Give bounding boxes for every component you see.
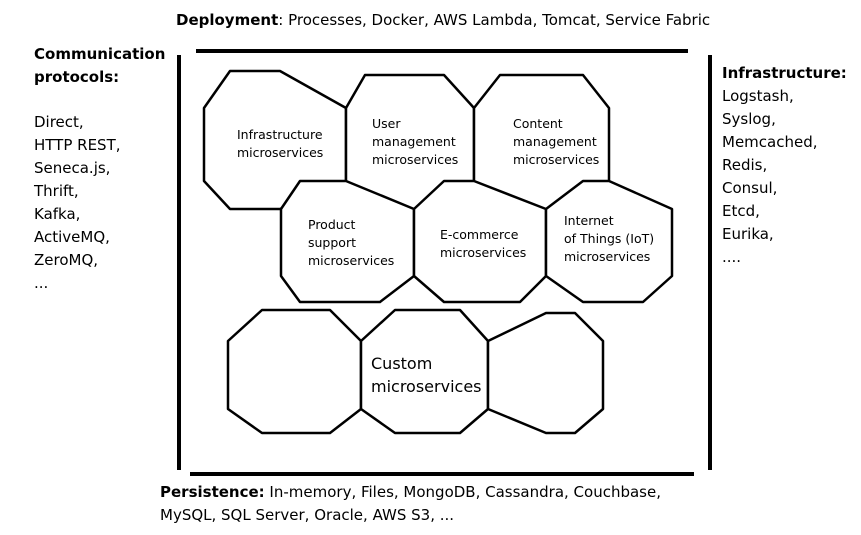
persistence-panel: Persistence: In-memory, Files, MongoDB, … <box>160 481 661 527</box>
infrastructure-item: Consul, <box>722 179 778 197</box>
deployment-text: : Processes, Docker, AWS Lambda, Tomcat,… <box>278 11 711 29</box>
persistence-heading: Persistence: <box>160 483 265 501</box>
hex-custom-right <box>486 311 605 435</box>
communication-item: Thrift, <box>34 182 79 200</box>
persistence-line2: MySQL, SQL Server, Oracle, AWS S3, ... <box>160 506 455 524</box>
communication-item: ActiveMQ, <box>34 228 110 246</box>
infrastructure-item: .... <box>722 248 742 266</box>
hex-label-ecommerce: E-commerce microservices <box>440 227 527 260</box>
infrastructure-heading: Infrastructure: <box>722 64 847 82</box>
hex-label-iot: Internet of Things (IoT) microservices <box>564 213 655 264</box>
communication-item: ... <box>34 274 49 292</box>
hex-label-infrastructure: Infrastructure microservices <box>237 127 324 160</box>
hex-label-content-management: Content management microservices <box>513 116 600 167</box>
hex-label-user-management: User management microservices <box>372 116 459 167</box>
persistence-line1: In-memory, Files, MongoDB, Cassandra, Co… <box>264 483 661 501</box>
deployment-line: Deployment: Processes, Docker, AWS Lambd… <box>176 9 710 32</box>
communication-heading-line1: Communication <box>34 45 166 63</box>
communication-item: Seneca.js, <box>34 159 111 177</box>
communication-item: ZeroMQ, <box>34 251 99 269</box>
infrastructure-item: Logstash, <box>722 87 794 105</box>
communication-list: Direct, HTTP REST, Seneca.js, Thrift, Ka… <box>34 111 121 295</box>
hex-label-product-support: Product support microservices <box>308 217 395 268</box>
communication-item: Direct, <box>34 113 84 131</box>
hex-iot <box>544 179 674 304</box>
communication-heading: Communication protocols: <box>34 43 165 89</box>
hex-custom-left <box>226 308 363 435</box>
infrastructure-item: Eurika, <box>722 225 774 243</box>
deployment-heading: Deployment <box>176 11 279 29</box>
infrastructure-item: Syslog, <box>722 110 776 128</box>
hex-label-custom: Custom microservices <box>371 354 482 396</box>
communication-heading-line2: protocols: <box>34 68 120 86</box>
communication-item: Kafka, <box>34 205 81 223</box>
infrastructure-panel: Infrastructure: Logstash, Syslog, Memcac… <box>722 62 847 269</box>
communication-item: HTTP REST, <box>34 136 121 154</box>
infrastructure-item: Etcd, <box>722 202 760 220</box>
infrastructure-item: Redis, <box>722 156 768 174</box>
infrastructure-item: Memcached, <box>722 133 818 151</box>
